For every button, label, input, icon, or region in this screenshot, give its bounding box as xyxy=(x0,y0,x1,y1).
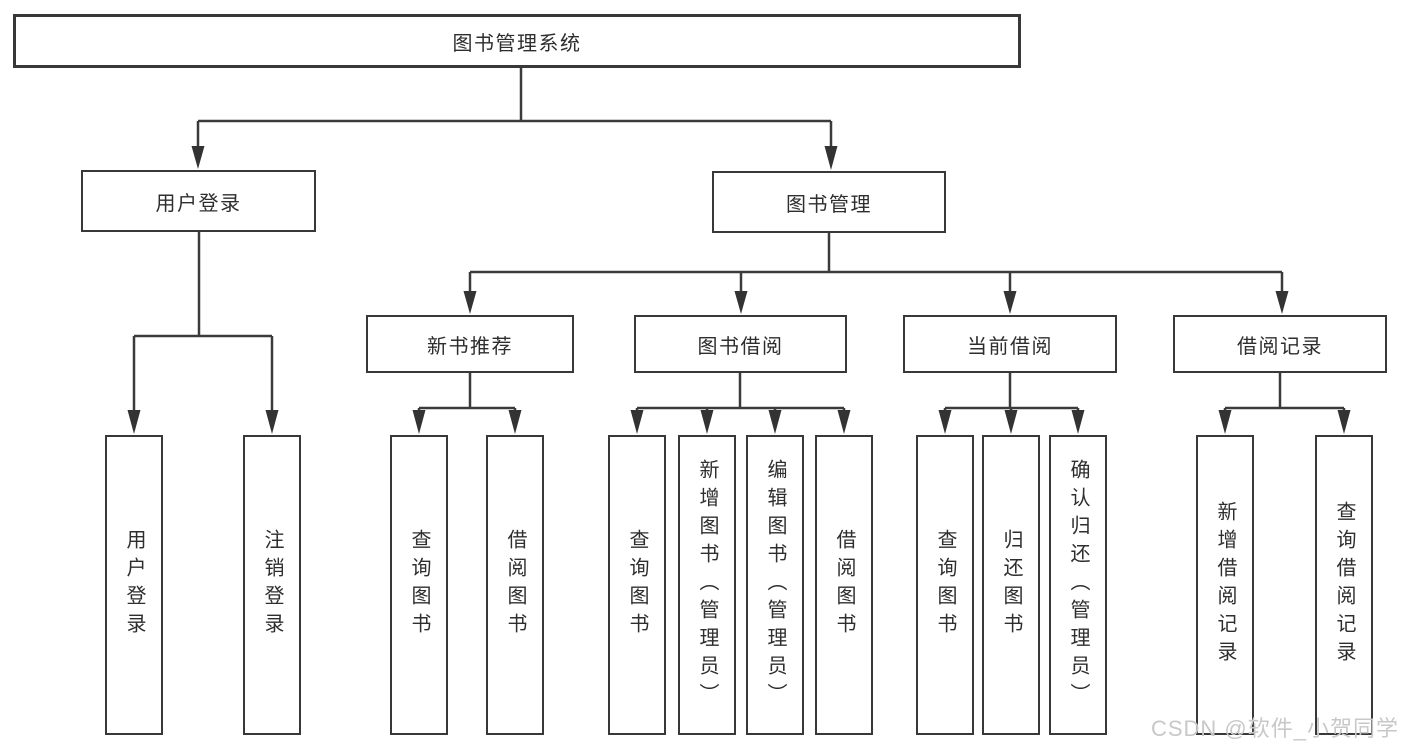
node-borrowing-records: 借阅记录 xyxy=(1173,315,1387,373)
node-new-book-recommendation: 新书推荐 xyxy=(366,315,574,373)
leaf-borrow-books-recommend: 借阅图书 xyxy=(486,435,544,735)
node-book-management: 图书管理 xyxy=(712,171,946,233)
leaf-label: 编辑图书（管理员） xyxy=(764,459,786,711)
leaf-borrow-books: 借阅图书 xyxy=(815,435,873,735)
leaf-label: 借阅图书 xyxy=(504,529,526,641)
leaf-add-book-admin: 新增图书（管理员） xyxy=(678,435,736,735)
node-user-login: 用户登录 xyxy=(81,170,316,232)
leaf-query-books-borrowing: 查询图书 xyxy=(608,435,666,735)
leaf-return-books: 归还图书 xyxy=(982,435,1040,735)
node-label: 新书推荐 xyxy=(427,335,513,358)
leaf-confirm-return-admin: 确认归还（管理员） xyxy=(1049,435,1107,735)
leaf-label: 查询图书 xyxy=(408,529,430,641)
csdn-watermark: CSDN @软件_小贺同学 xyxy=(1150,716,1399,741)
leaf-edit-book-admin: 编辑图书（管理员） xyxy=(746,435,804,735)
leaf-query-books-recommend: 查询图书 xyxy=(390,435,448,735)
leaf-query-books-current: 查询图书 xyxy=(916,435,974,735)
node-label: 图书管理系统 xyxy=(452,32,582,55)
leaf-label: 查询图书 xyxy=(626,529,648,641)
leaf-label: 用户登录 xyxy=(123,529,145,641)
leaf-label: 新增借阅记录 xyxy=(1214,501,1236,669)
leaf-label: 借阅图书 xyxy=(833,529,855,641)
leaf-add-borrow-record: 新增借阅记录 xyxy=(1196,435,1254,735)
node-label: 图书管理 xyxy=(786,193,872,216)
leaf-logout: 注销登录 xyxy=(243,435,301,735)
node-label: 借阅记录 xyxy=(1237,335,1323,358)
node-book-borrowing: 图书借阅 xyxy=(634,315,847,373)
node-current-borrowing: 当前借阅 xyxy=(903,315,1117,373)
leaf-label: 确认归还（管理员） xyxy=(1067,459,1089,711)
leaf-user-login: 用户登录 xyxy=(105,435,163,735)
node-library-management-system: 图书管理系统 xyxy=(13,14,1021,68)
leaf-label: 归还图书 xyxy=(1000,529,1022,641)
leaf-label: 查询图书 xyxy=(934,529,956,641)
leaf-query-borrow-record: 查询借阅记录 xyxy=(1315,435,1373,735)
node-label: 用户登录 xyxy=(155,192,242,215)
leaf-label: 新增图书（管理员） xyxy=(696,459,718,711)
node-label: 图书借阅 xyxy=(697,335,784,358)
node-label: 当前借阅 xyxy=(967,335,1053,358)
leaf-label: 查询借阅记录 xyxy=(1333,501,1355,669)
leaf-label: 注销登录 xyxy=(261,529,283,641)
